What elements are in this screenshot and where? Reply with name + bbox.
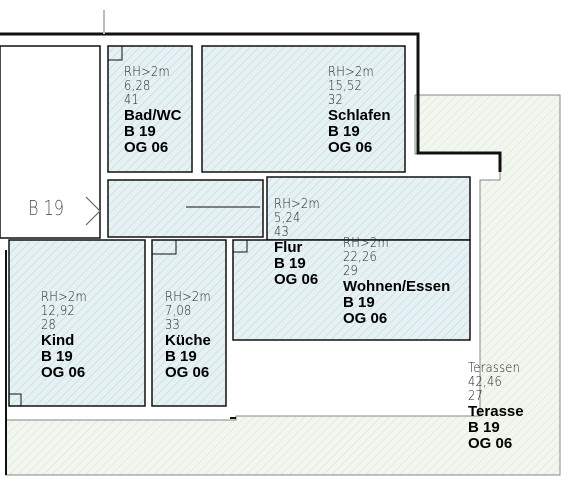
shaft-kueche — [151, 239, 177, 255]
room-area: 22,26 — [343, 250, 378, 266]
room-building: B 19 — [468, 419, 500, 437]
room-number: 29 — [343, 264, 359, 280]
room-kueche — [151, 239, 227, 407]
room-label-kueche: RH>2m 7,08 33 Küche B 19 OG 06 — [165, 290, 217, 382]
room-floor: OG 06 — [468, 435, 513, 453]
room-schlafen — [201, 45, 406, 173]
room-area: 12,92 — [41, 304, 76, 320]
room-flur — [266, 176, 471, 241]
room-label-terasse: Terassen 42,46 27 Terasse B 19 OG 06 — [468, 361, 527, 453]
room-number: 28 — [41, 318, 57, 334]
room-floor: OG 06 — [343, 310, 388, 328]
room-height: RH>2m — [41, 290, 87, 305]
room-height: RH>2m — [328, 65, 374, 80]
room-number: 43 — [274, 225, 290, 241]
room-label-flur: RH>2m 5,24 43 Flur B 19 OG 06 — [274, 197, 326, 289]
room-number: 41 — [124, 93, 140, 109]
shaft-kind — [8, 393, 22, 407]
room-height: RH>2m — [343, 236, 389, 251]
room-floor: OG 06 — [124, 139, 169, 157]
room-name: Bad/WC — [124, 107, 182, 125]
room-height: RH>2m — [165, 290, 211, 305]
room-area: 15,52 — [328, 79, 363, 95]
room-floor: OG 06 — [41, 364, 86, 382]
room-wohnen — [232, 239, 471, 341]
room-name: Küche — [165, 332, 211, 350]
room-bad — [107, 45, 193, 173]
room-name: Flur — [274, 239, 303, 257]
room-building: B 19 — [328, 123, 360, 141]
shaft-bad — [107, 45, 123, 61]
room-building: B 19 — [165, 348, 197, 366]
room-name: Kind — [41, 332, 75, 350]
room-name: Wohnen/Essen — [343, 278, 451, 296]
stair-box — [0, 45, 101, 239]
room-area: 6,28 — [124, 79, 151, 95]
room-building: B 19 — [343, 294, 375, 312]
room-label-kind: RH>2m 12,92 28 Kind B 19 OG 06 — [41, 290, 93, 382]
room-number: 33 — [165, 318, 181, 334]
room-floor: OG 06 — [165, 364, 210, 382]
room-floor: OG 06 — [274, 271, 319, 289]
room-height: RH>2m — [274, 197, 320, 212]
room-building: B 19 — [41, 348, 73, 366]
room-height: Terassen — [468, 361, 521, 376]
room-height: RH>2m — [124, 65, 170, 80]
room-area: 42,46 — [468, 375, 503, 391]
room-corridor — [107, 179, 264, 238]
outer-wall — [0, 32, 502, 172]
room-kind — [8, 239, 146, 407]
room-number: 27 — [468, 389, 484, 405]
unit-label: B 19 — [28, 196, 64, 220]
room-label-bad: RH>2m 6,28 41 Bad/WC B 19 OG 06 — [124, 65, 182, 157]
room-area: 5,24 — [274, 211, 301, 227]
room-building: B 19 — [274, 255, 306, 273]
room-number: 32 — [328, 93, 344, 109]
stair-arrow — [85, 196, 101, 226]
room-floor: OG 06 — [328, 139, 373, 157]
room-name: Schlafen — [328, 107, 391, 125]
room-label-schlafen: RH>2m 15,52 32 Schlafen B 19 OG 06 — [328, 65, 391, 157]
room-name: Terasse — [468, 403, 524, 421]
room-area: 7,08 — [165, 304, 192, 320]
shaft-wohnen — [232, 239, 248, 253]
room-building: B 19 — [124, 123, 156, 141]
room-label-wohnen: RH>2m 22,26 29 Wohnen/Essen B 19 OG 06 — [343, 236, 451, 328]
